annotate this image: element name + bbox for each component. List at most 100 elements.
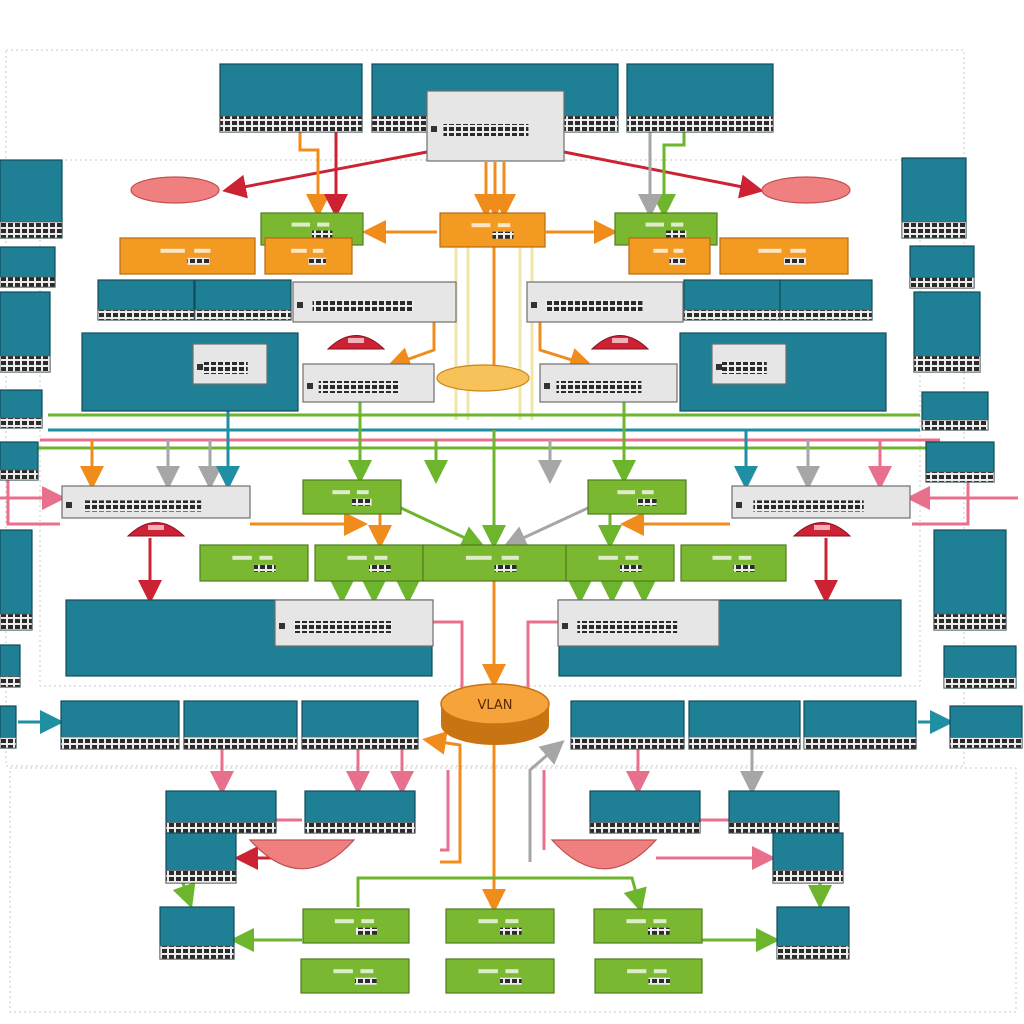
vlan-group[interactable] [422, 544, 567, 582]
access-switch[interactable] [779, 279, 873, 321]
status-led-icon [66, 502, 72, 508]
router-icon[interactable] [550, 839, 658, 870]
switch-port-strip [0, 276, 56, 288]
access-switch[interactable] [570, 700, 685, 750]
vlan-group[interactable] [300, 958, 410, 994]
access-switch[interactable] [901, 157, 967, 239]
vlan-subnet[interactable] [439, 212, 546, 248]
switch-port-strip [772, 870, 844, 884]
core-switch[interactable] [526, 281, 684, 323]
access-switch[interactable] [0, 529, 33, 631]
network-link [6, 468, 60, 526]
access-switch[interactable] [0, 644, 21, 688]
vlan-subnet[interactable] [119, 237, 256, 275]
access-switch[interactable] [913, 291, 981, 373]
vlan-group[interactable] [445, 908, 555, 944]
vlan-tag-icon [641, 490, 654, 495]
core-switch[interactable] [711, 343, 787, 385]
access-switch[interactable] [683, 279, 781, 321]
vlan-tag-icon [625, 555, 639, 560]
access-switch[interactable] [0, 389, 43, 429]
vlan-tag-icon [471, 223, 491, 228]
vlan-port-icon [187, 257, 210, 265]
vlan-group[interactable] [587, 479, 687, 515]
vlan-group[interactable] [680, 544, 787, 582]
switch-port-strip [0, 417, 43, 429]
access-switch[interactable] [165, 790, 277, 834]
network-link [538, 322, 594, 372]
vlan-tag-icon [627, 969, 647, 974]
router-icon[interactable] [130, 176, 220, 204]
network-link [433, 620, 464, 690]
switch-port-strip [304, 822, 416, 834]
access-switch[interactable] [194, 279, 292, 321]
status-led-icon [716, 364, 722, 370]
network-link [422, 730, 462, 864]
network-link [356, 876, 647, 913]
access-switch[interactable] [304, 790, 416, 834]
core-switch[interactable] [192, 343, 268, 385]
access-switch[interactable] [909, 245, 975, 289]
link-layer [0, 118, 1018, 952]
vlan-port-icon [254, 564, 276, 572]
switch-port-strip [589, 822, 701, 834]
core-switch[interactable] [539, 363, 678, 403]
vlan-group[interactable] [302, 479, 402, 515]
access-switch[interactable] [589, 790, 701, 834]
access-switch[interactable] [925, 441, 995, 483]
access-switch[interactable] [0, 246, 56, 288]
network-link [526, 620, 558, 690]
access-switch[interactable] [165, 832, 237, 884]
vlan-group[interactable] [314, 544, 424, 582]
access-switch[interactable] [159, 906, 235, 960]
access-switch[interactable] [0, 441, 39, 481]
access-switch[interactable] [933, 529, 1007, 631]
router-icon[interactable] [761, 176, 851, 204]
access-switch[interactable] [0, 291, 51, 373]
vlan-group[interactable] [445, 958, 555, 994]
access-switch[interactable] [688, 700, 801, 750]
vlan-subnet[interactable] [264, 237, 353, 275]
access-switch[interactable] [949, 705, 1023, 749]
access-switch[interactable] [60, 700, 180, 750]
core-switch[interactable] [731, 485, 911, 519]
access-switch[interactable] [301, 700, 419, 750]
access-switch[interactable] [626, 63, 774, 133]
vlan-subnet[interactable] [628, 237, 711, 275]
router-icon[interactable] [248, 839, 356, 870]
switch-port-strip [753, 500, 864, 512]
switch-port-strip [570, 736, 685, 750]
core-switch[interactable] [274, 599, 434, 647]
access-switch[interactable] [943, 645, 1017, 689]
vlan-subnet[interactable] [719, 237, 849, 275]
vlan-group[interactable] [593, 908, 703, 944]
access-switch[interactable] [921, 391, 989, 431]
central-vlan-hub[interactable]: VLAN [440, 683, 550, 745]
switch-port-strip [545, 300, 643, 312]
core-switch[interactable] [557, 599, 720, 647]
access-switch[interactable] [183, 700, 298, 750]
core-switch[interactable] [292, 281, 457, 323]
router-icon[interactable] [436, 364, 530, 392]
access-switch[interactable] [0, 705, 17, 749]
core-switch[interactable] [61, 485, 251, 519]
switch-port-strip [165, 870, 237, 884]
access-switch[interactable] [219, 63, 363, 133]
vlan-tag-icon [671, 222, 684, 227]
core-switch[interactable] [302, 363, 435, 403]
switch-port-strip [301, 736, 419, 750]
vlan-group[interactable] [565, 544, 675, 582]
access-switch[interactable] [728, 790, 840, 834]
access-switch[interactable] [776, 906, 850, 960]
access-switch[interactable] [803, 700, 917, 750]
vlan-group[interactable] [302, 908, 410, 944]
access-switch[interactable] [0, 159, 63, 239]
core-switch[interactable] [426, 90, 565, 162]
access-switch[interactable] [97, 279, 195, 321]
vlan-group[interactable] [199, 544, 309, 582]
vlan-group[interactable] [594, 958, 703, 994]
access-switch[interactable] [772, 832, 844, 884]
switch-port-strip [683, 309, 781, 321]
vlan-port-icon [356, 927, 378, 935]
vlan-tag-icon [465, 555, 492, 560]
